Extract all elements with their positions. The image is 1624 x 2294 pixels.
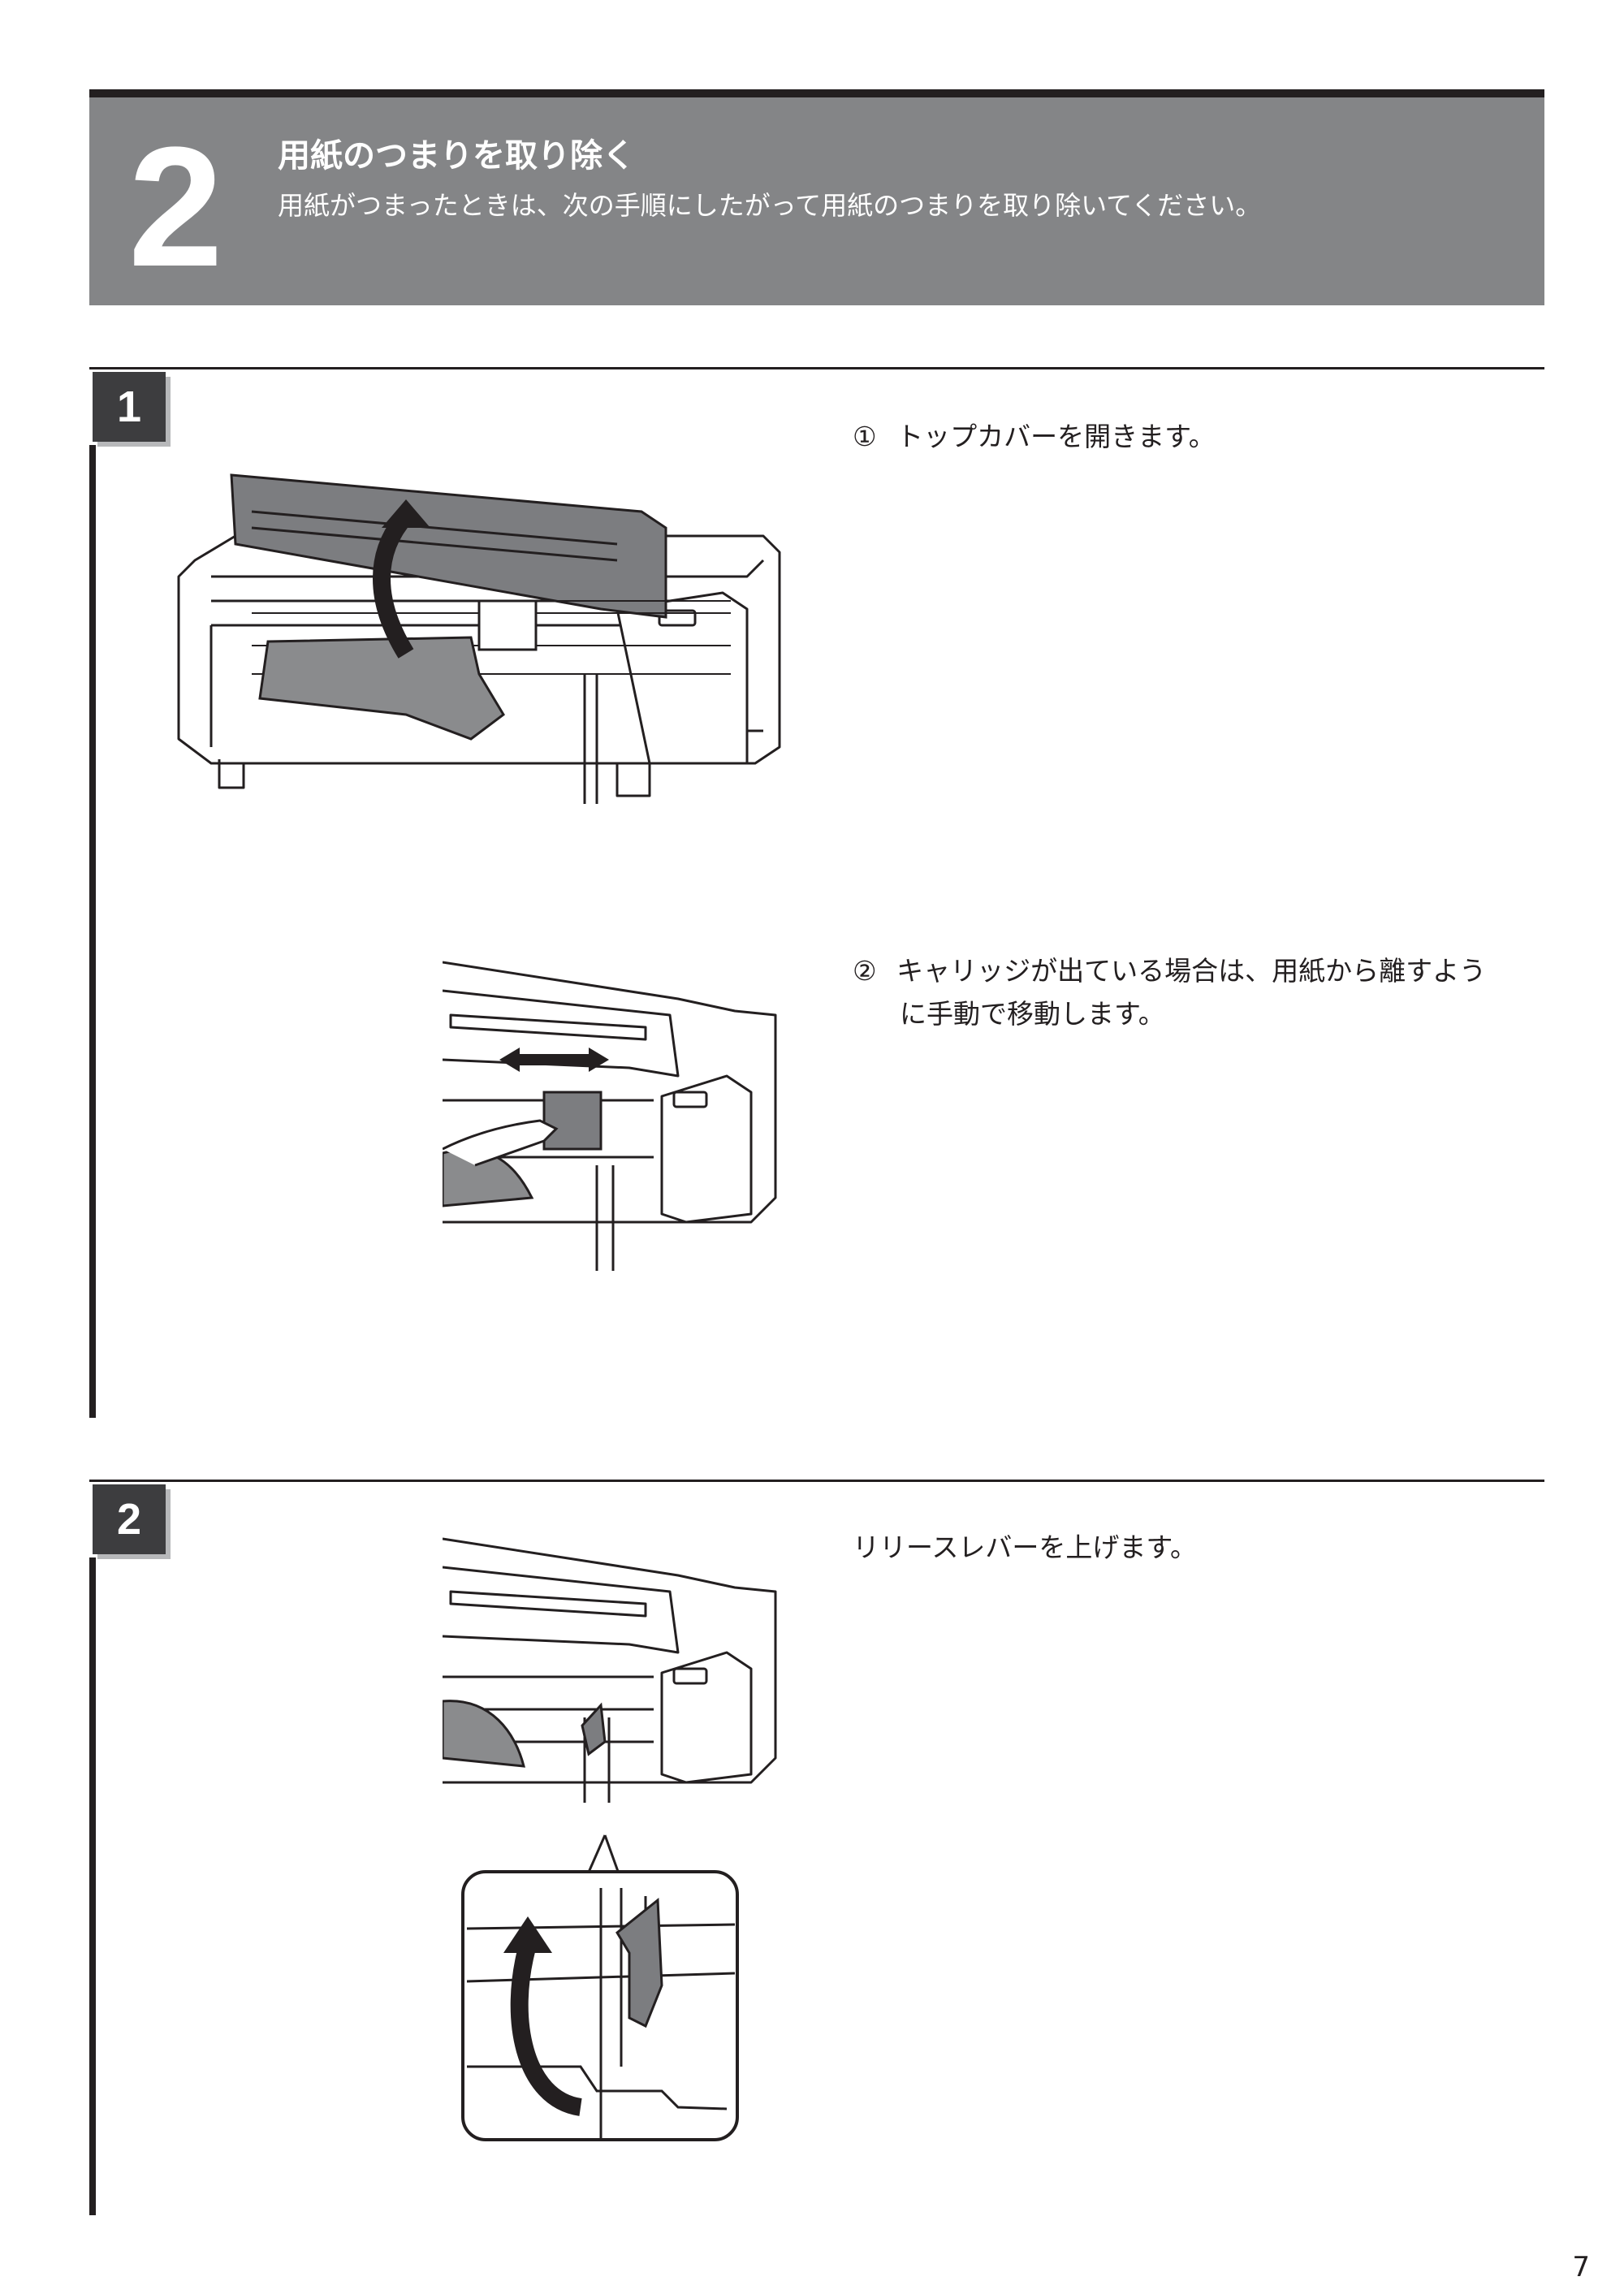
step-2-instruction-1: リリースレバーを上げます。 <box>853 1527 1197 1570</box>
step-2-bar <box>89 1557 96 2215</box>
circled-number-1: ① <box>853 421 877 452</box>
instruction-text: キャリッジが出ている場合は、用紙から離すよう <box>896 955 1487 987</box>
page-number: 7 <box>1572 2251 1590 2283</box>
printer-open-cover-illustration <box>177 473 781 804</box>
circled-number-2: ② <box>853 955 877 987</box>
carriage-move-illustration <box>443 961 777 1271</box>
step-2-rule <box>89 1480 1544 1482</box>
section-title: 用紙のつまりを取り除く <box>278 137 635 175</box>
instruction-text: リリースレバーを上げます。 <box>853 1531 1198 1563</box>
instruction-text-cont: に手動で移動します。 <box>900 997 1165 1030</box>
step-2-badge: 2 <box>93 1484 166 1554</box>
section-subtitle: 用紙がつまったときは、次の手順にしたがって用紙のつまりを取り除いてください。 <box>278 190 1262 221</box>
instruction-text: トップカバーを開きます。 <box>896 421 1216 452</box>
step-1-rule <box>89 367 1544 369</box>
lever-closeup-illustration <box>461 1834 739 2141</box>
section-number: 2 <box>128 111 223 302</box>
release-lever-illustration <box>443 1537 777 1803</box>
step-1-badge: 1 <box>93 372 166 442</box>
section-header-band <box>89 89 1544 305</box>
step-1-bar <box>89 445 96 1418</box>
step-1-instruction-1: ① トップカバーを開きます。 <box>853 416 1216 459</box>
step-1-instruction-2: ② キャリッジが出ている場合は、用紙から離すよう に手動で移動します。 <box>853 950 1486 1036</box>
